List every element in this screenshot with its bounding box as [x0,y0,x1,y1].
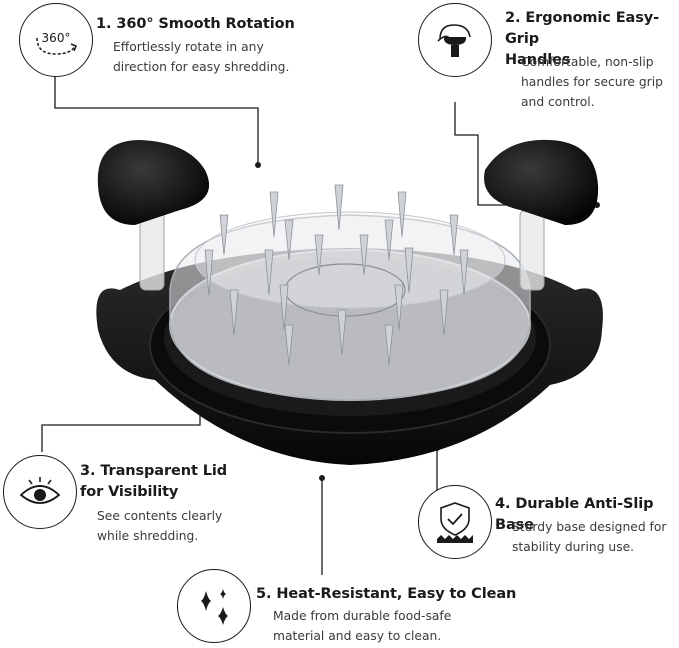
svg-text:360°: 360° [42,31,71,45]
rotate-360-icon: 360° [36,31,77,55]
clean-feature-title: 5. Heat-Resistant, Easy to Clean [256,586,517,602]
handles-feature-icon [418,3,492,77]
sparkle-icon [201,589,228,625]
base-feature-desc: Sturdy base designed for stability durin… [512,520,667,554]
lid-feature-desc: See contents clearly while shredding. [97,509,223,543]
clean-feature-icon [177,569,251,643]
shield-check-icon [437,502,473,543]
lid-feature-icon [3,455,77,529]
clean-feature-desc: Made from durable food-safe material and… [273,609,452,643]
handles-feature-title: 2. Ergonomic Easy-Grip Handles [505,10,660,68]
shredder-product-image [96,139,603,465]
eye-icon [19,477,61,504]
base-feature-icon [418,485,492,559]
hand-grip-icon [437,24,471,57]
rotation-feature-icon: 360° [19,3,93,77]
lid-feature-title: 3. Transparent Lid for Visibility [80,463,228,500]
rotation-feature-desc: Effortlessly rotate in any direction for… [113,40,290,74]
handles-feature-desc: Comfortable, non-slip handles for secure… [521,55,663,109]
rotation-feature-title: 1. 360° Smooth Rotation [96,16,295,32]
base-feature-title: 4. Durable Anti-Slip Base [495,496,654,533]
